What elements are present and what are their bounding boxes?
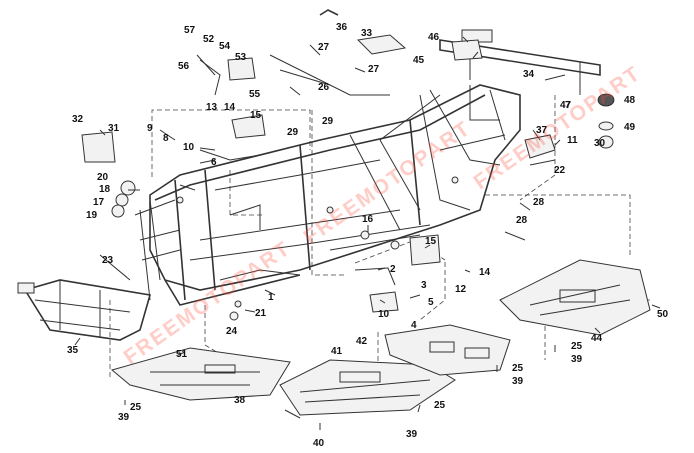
callout-label: 31 — [108, 123, 120, 134]
callout-label: 35 — [67, 345, 79, 356]
callout-label: 25 — [130, 402, 142, 413]
skid-plate-41 — [279, 359, 456, 416]
callout-label: 8 — [163, 133, 169, 144]
callout-label: 4 — [411, 320, 417, 331]
callout-label: 50 — [657, 309, 669, 320]
callout-leaders — [74, 36, 661, 430]
callout-label: 46 — [428, 32, 440, 43]
callout-label: 36 — [336, 22, 348, 33]
callout-label: 20 — [97, 172, 109, 183]
callout-labels: 1 2 3 4 5 6 7 8 9 10 10 11 12 13 14 14 1… — [67, 22, 669, 449]
callout-label: 30 — [594, 138, 606, 149]
callout-label: 16 — [362, 214, 374, 225]
callout-label: 49 — [624, 122, 636, 133]
callout-label: 1 — [268, 292, 274, 303]
callout-label: 42 — [356, 336, 368, 347]
callout-label: 14 — [479, 267, 491, 278]
callout-label: 37 — [536, 125, 548, 136]
callout-label: 3 — [421, 280, 427, 291]
callout-label: 54 — [219, 41, 231, 52]
rear-cross-bar — [439, 29, 601, 95]
callout-label: 10 — [378, 309, 390, 320]
callout-label: 41 — [331, 346, 343, 357]
callout-label: 21 — [255, 308, 267, 319]
callout-label: 39 — [406, 429, 418, 440]
callout-label: 11 — [567, 135, 578, 146]
skid-plate-38 — [110, 347, 291, 401]
callout-label: 25 — [571, 341, 583, 352]
callout-label: 17 — [93, 197, 105, 208]
front-bumper — [17, 279, 152, 341]
callout-label: 15 — [425, 236, 437, 247]
callout-label: 9 — [147, 123, 153, 134]
callout-label: 52 — [203, 34, 215, 45]
callout-label: 29 — [287, 127, 299, 138]
callout-label: 15 — [250, 110, 262, 121]
callout-label: 57 — [184, 25, 196, 36]
callout-label: 25 — [512, 363, 524, 374]
callout-label: 5 — [428, 297, 434, 308]
callout-label: 39 — [118, 412, 130, 423]
callout-label: 34 — [523, 69, 535, 80]
callout-label: 12 — [455, 284, 467, 295]
callout-label: 2 — [390, 264, 396, 275]
callout-label: 29 — [322, 116, 334, 127]
callout-label: 23 — [102, 255, 114, 266]
callout-label: 27 — [368, 64, 380, 75]
callout-label: 39 — [571, 354, 583, 365]
callout-label: 26 — [318, 82, 330, 93]
callout-label: 18 — [99, 184, 111, 195]
callout-label: 53 — [235, 52, 247, 63]
callout-label: 38 — [234, 395, 246, 406]
callout-label: 39 — [512, 376, 524, 387]
callout-label: 44 — [591, 333, 603, 344]
callout-label: 48 — [624, 95, 636, 106]
callout-label: 24 — [226, 326, 238, 337]
callout-label: 32 — [72, 114, 84, 125]
skid-plate-44 — [499, 259, 651, 336]
callout-label: 45 — [413, 55, 425, 66]
callout-label: 40 — [313, 438, 325, 449]
callout-label: 55 — [249, 89, 261, 100]
callout-label: 13 — [206, 102, 218, 113]
callout-label: 28 — [516, 215, 528, 226]
callout-label: 51 — [176, 349, 188, 360]
callout-label: 47 — [560, 100, 572, 111]
callout-label: 27 — [318, 42, 330, 53]
callout-label: 56 — [178, 61, 190, 72]
callout-label: 28 — [533, 197, 545, 208]
main-frame — [134, 84, 521, 306]
callout-label: 22 — [554, 165, 566, 176]
callout-label: 6 — [211, 157, 217, 168]
callout-label: 14 — [224, 102, 236, 113]
skid-plate-42 — [384, 324, 511, 376]
callout-label: 10 — [183, 142, 195, 153]
callout-label: 19 — [86, 210, 98, 221]
callout-label: 33 — [361, 28, 373, 39]
callout-label: 25 — [434, 400, 446, 411]
callout-label: 7 — [565, 100, 571, 111]
small-parts — [81, 9, 615, 321]
